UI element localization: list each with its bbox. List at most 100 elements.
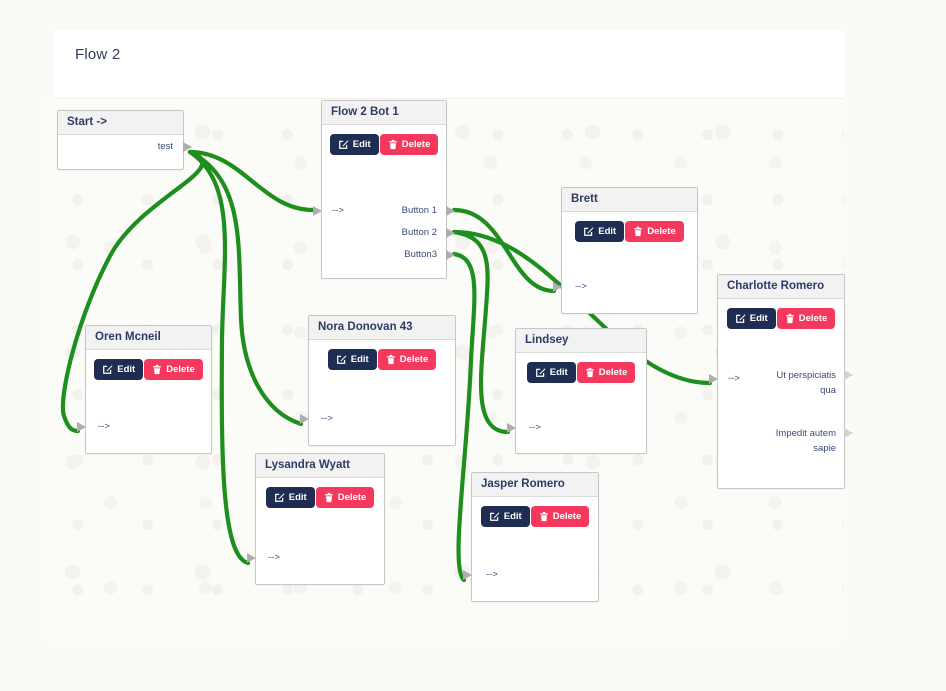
- edit-button-label: Edit: [350, 354, 369, 365]
- input-port-label: -->: [321, 413, 333, 424]
- delete-button-label: Delete: [166, 364, 195, 375]
- output-text: Ut perspiciatis qua: [776, 370, 836, 396]
- output-port[interactable]: [183, 142, 192, 152]
- input-port[interactable]: [77, 422, 86, 432]
- edit-button-label: Edit: [549, 367, 568, 378]
- edit-button[interactable]: Edit: [575, 221, 625, 242]
- input-port[interactable]: [709, 374, 718, 384]
- output-port-label: Button 2: [401, 227, 437, 238]
- edit-pencil-icon: [535, 368, 546, 377]
- input-port[interactable]: [553, 282, 562, 292]
- node-actions: Edit Delete: [718, 308, 844, 329]
- delete-button[interactable]: Delete: [776, 308, 836, 329]
- input-port[interactable]: [313, 206, 322, 216]
- delete-button[interactable]: Delete: [315, 487, 375, 508]
- delete-button-label: Delete: [598, 367, 628, 378]
- node-actions: Edit Delete: [322, 134, 446, 155]
- input-port[interactable]: [507, 423, 516, 433]
- node-actions: Edit Delete: [516, 362, 646, 383]
- output-port-label: Button 1: [401, 205, 437, 216]
- node-title: Brett: [562, 188, 697, 212]
- node-title: Lysandra Wyatt: [256, 454, 384, 478]
- delete-button[interactable]: Delete: [379, 134, 439, 155]
- flow-node-bot1[interactable]: Flow 2 Bot 1 Edit Delete --> Button 1 Button …: [313, 100, 455, 279]
- edit-button[interactable]: Edit: [327, 349, 377, 370]
- edit-button-label: Edit: [352, 139, 371, 150]
- input-port-label: -->: [728, 373, 740, 384]
- edit-pencil-icon: [103, 365, 113, 374]
- edit-button-label: Edit: [749, 313, 768, 324]
- input-port-label: -->: [98, 421, 110, 432]
- edit-button[interactable]: Edit: [526, 362, 576, 383]
- delete-button[interactable]: Delete: [144, 359, 203, 380]
- edit-pencil-icon: [735, 314, 746, 323]
- output-port[interactable]: [446, 206, 455, 216]
- node-title: Flow 2 Bot 1: [322, 101, 446, 125]
- delete-button-label: Delete: [337, 492, 367, 503]
- delete-button-label: Delete: [399, 354, 429, 365]
- output-port[interactable]: [844, 428, 853, 438]
- output-port-label: test: [157, 141, 173, 152]
- trash-icon: [585, 367, 594, 378]
- edit-button-label: Edit: [598, 226, 617, 237]
- delete-button-label: Delete: [552, 511, 582, 522]
- node-actions: Edit Delete: [309, 349, 455, 370]
- edit-button[interactable]: Edit: [94, 359, 144, 380]
- input-port[interactable]: [247, 553, 256, 563]
- input-port-label: -->: [529, 422, 541, 433]
- node-actions: Edit Delete: [86, 359, 211, 380]
- trash-icon: [153, 364, 161, 375]
- input-port-label: -->: [332, 205, 344, 216]
- node-title: Lindsey: [516, 329, 646, 353]
- delete-button[interactable]: Delete: [530, 506, 590, 527]
- node-title: Start ->: [58, 111, 183, 135]
- edit-button[interactable]: Edit: [329, 134, 379, 155]
- node-actions: Edit Delete: [472, 506, 598, 527]
- node-title: Nora Donovan 43: [309, 316, 455, 340]
- edit-pencil-icon: [584, 227, 594, 236]
- edit-pencil-icon: [336, 355, 347, 364]
- edit-button[interactable]: Edit: [726, 308, 776, 329]
- flow-node-nora[interactable]: Nora Donovan 43 Edit Delete -->: [300, 315, 456, 446]
- delete-button-label: Delete: [401, 139, 431, 150]
- flow-node-start[interactable]: Start -> test: [57, 110, 192, 170]
- delete-button[interactable]: Delete: [576, 362, 636, 383]
- trash-icon: [539, 511, 548, 522]
- input-port[interactable]: [463, 570, 472, 580]
- input-port[interactable]: [300, 414, 309, 424]
- trash-icon: [388, 139, 397, 150]
- input-port-label: -->: [575, 281, 587, 292]
- node-actions: Edit Delete: [562, 221, 697, 242]
- trash-icon: [785, 313, 794, 324]
- delete-button[interactable]: Delete: [377, 349, 437, 370]
- edit-button[interactable]: Edit: [265, 487, 315, 508]
- trash-icon: [324, 492, 333, 503]
- flow-title: Flow 2: [75, 46, 121, 63]
- edit-button-label: Edit: [117, 364, 136, 375]
- input-port-label: -->: [486, 569, 498, 580]
- edit-button[interactable]: Edit: [480, 506, 530, 527]
- output-port[interactable]: [446, 228, 455, 238]
- output-port[interactable]: [446, 250, 455, 260]
- output-text: Impedit autem sapie: [775, 428, 836, 454]
- edit-pencil-icon: [274, 493, 285, 502]
- output-port-label: Button3: [404, 249, 437, 260]
- output-port[interactable]: [844, 370, 853, 380]
- input-port-label: -->: [268, 552, 280, 563]
- edit-pencil-icon: [489, 512, 500, 521]
- node-title: Oren Mcneil: [86, 326, 211, 350]
- edit-button-label: Edit: [288, 492, 307, 503]
- trash-icon: [386, 354, 395, 365]
- node-actions: Edit Delete: [256, 487, 384, 508]
- delete-button-label: Delete: [798, 313, 828, 324]
- delete-button-label: Delete: [647, 226, 676, 237]
- delete-button[interactable]: Delete: [625, 221, 684, 242]
- edit-button-label: Edit: [503, 511, 522, 522]
